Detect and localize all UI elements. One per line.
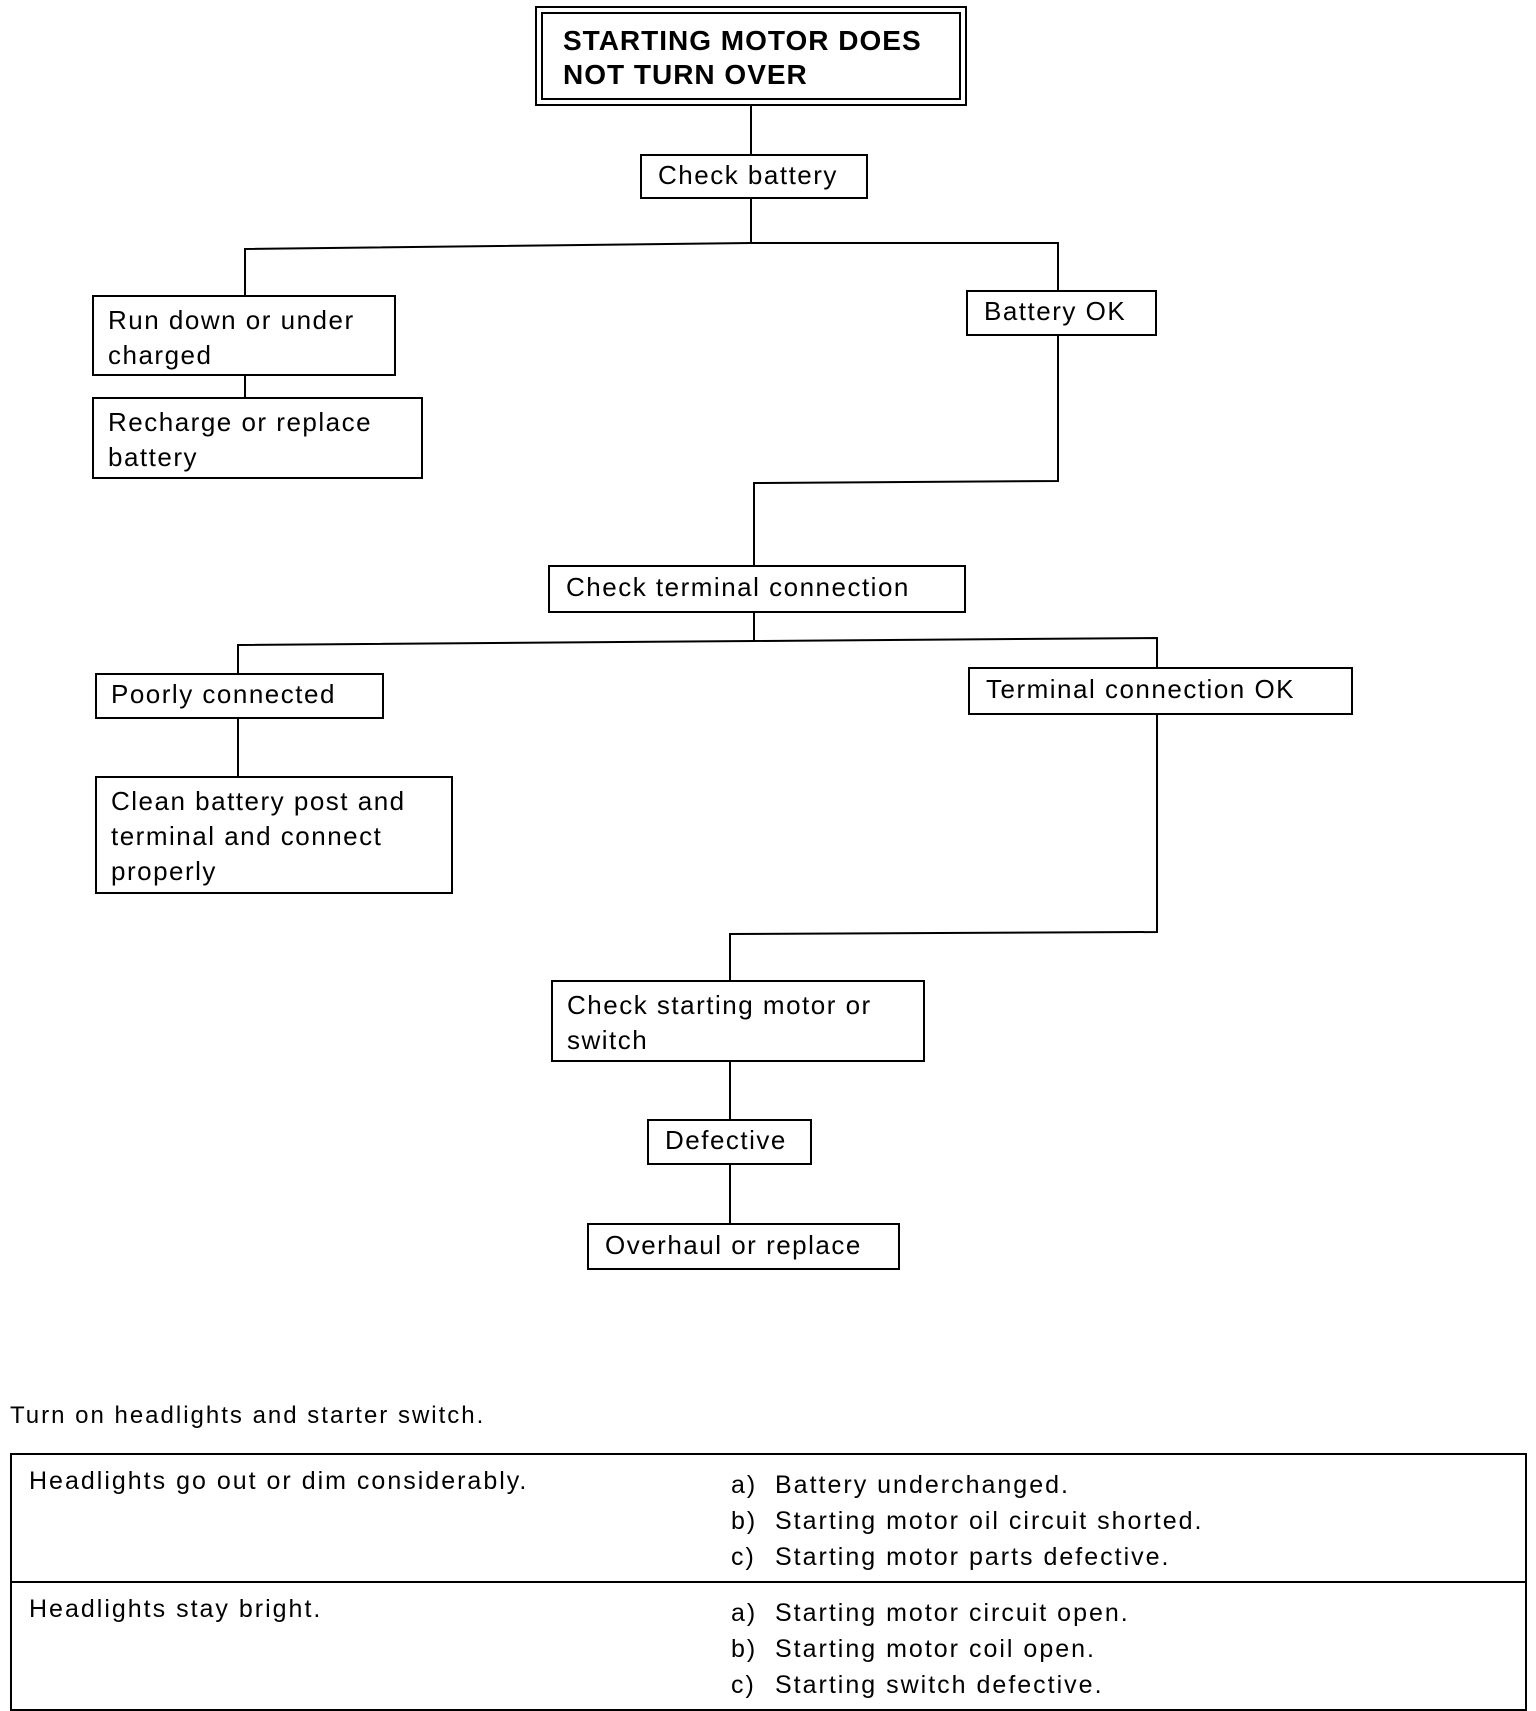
symptom-causes: a) Starting motor circuit open. b) Start… — [715, 1581, 1526, 1710]
title-box: STARTING MOTOR DOES NOT TURN OVER — [535, 6, 967, 106]
node-label: Check terminal connection — [566, 572, 910, 602]
check-motor-node: Check starting motor or switch — [551, 980, 925, 1062]
title-text: STARTING MOTOR DOES NOT TURN OVER — [541, 12, 961, 100]
node-label: Check battery — [658, 160, 838, 190]
node-label: Poorly connected — [111, 679, 336, 709]
defective-node: Defective — [647, 1119, 812, 1165]
cause-text: Starting motor oil circuit shorted. — [775, 1507, 1204, 1535]
cause-item: a) Battery underchanged. — [731, 1467, 1509, 1503]
node-label-line: switch — [567, 1025, 649, 1055]
node-label-line: terminal and connect — [111, 821, 383, 851]
connector-to-battery-ok — [751, 242, 1059, 290]
recharge-node: Recharge or replace battery — [92, 397, 423, 479]
cause-item: a) Starting motor circuit open. — [731, 1595, 1509, 1631]
connector-to-poorly-connected — [237, 640, 755, 673]
cause-letter: c) — [731, 1543, 756, 1571]
instruction-text: Turn on headlights and starter switch. — [10, 1402, 486, 1429]
symptom-condition: Headlights stay bright. — [11, 1581, 715, 1710]
terminal-ok-node: Terminal connection OK — [968, 667, 1353, 715]
cause-item: c) Starting switch defective. — [731, 1667, 1509, 1703]
cause-letter: c) — [731, 1671, 756, 1699]
cause-text: Starting switch defective. — [775, 1671, 1104, 1699]
cause-letter: a) — [731, 1599, 758, 1627]
node-label-line: Run down or under — [108, 305, 355, 335]
check-terminal-node: Check terminal connection — [548, 565, 966, 613]
symptom-causes: a) Battery underchanged. b) Starting mot… — [715, 1454, 1526, 1582]
poorly-connected-node: Poorly connected — [95, 673, 384, 719]
cause-text: Battery underchanged. — [775, 1471, 1070, 1499]
connector-terminal-ok-to-check-motor — [729, 714, 1158, 980]
cause-item: c) Starting motor parts defective. — [731, 1539, 1509, 1575]
node-label: Terminal connection OK — [986, 674, 1296, 704]
node-label-line: Clean battery post and — [111, 786, 406, 816]
cause-text: Starting motor circuit open. — [775, 1599, 1130, 1627]
connector-battery-ok-to-check-terminal — [753, 336, 1059, 565]
cause-text: Starting motor parts defective. — [775, 1543, 1171, 1571]
cause-letter: b) — [731, 1635, 758, 1663]
title-line: NOT TURN OVER — [563, 59, 808, 90]
symptom-condition: Headlights go out or dim considerably. — [29, 1467, 529, 1495]
node-label-line: charged — [108, 340, 213, 370]
connector-to-terminal-ok — [753, 636, 1158, 667]
battery-ok-node: Battery OK — [966, 290, 1157, 336]
overhaul-node: Overhaul or replace — [587, 1223, 900, 1270]
cause-letter: a) — [731, 1471, 758, 1499]
clean-terminal-node: Clean battery post and terminal and conn… — [95, 776, 453, 894]
symptom-table: Headlights go out or dim considerably. a… — [10, 1453, 1527, 1711]
cause-item: b) Starting motor coil open. — [731, 1631, 1509, 1667]
node-label-line: properly — [111, 856, 217, 886]
table-row: Headlights go out or dim considerably. a… — [11, 1454, 1526, 1582]
cause-item: b) Starting motor oil circuit shorted. — [731, 1503, 1509, 1539]
table-row: Headlights stay bright. a) Starting moto… — [11, 1581, 1526, 1710]
node-label-line: Check starting motor or — [567, 990, 872, 1020]
cause-text: Starting motor coil open. — [775, 1635, 1096, 1663]
cause-letter: b) — [731, 1507, 758, 1535]
title-line: STARTING MOTOR DOES — [563, 25, 922, 56]
run-down-node: Run down or under charged — [92, 295, 396, 376]
check-battery-node: Check battery — [640, 154, 868, 199]
node-label-line: Recharge or replace — [108, 407, 373, 437]
node-label-line: battery — [108, 442, 198, 472]
node-label: Overhaul or replace — [605, 1230, 862, 1260]
node-label: Defective — [665, 1125, 787, 1155]
node-label: Battery OK — [984, 296, 1127, 326]
connector-to-run-down — [244, 242, 752, 295]
